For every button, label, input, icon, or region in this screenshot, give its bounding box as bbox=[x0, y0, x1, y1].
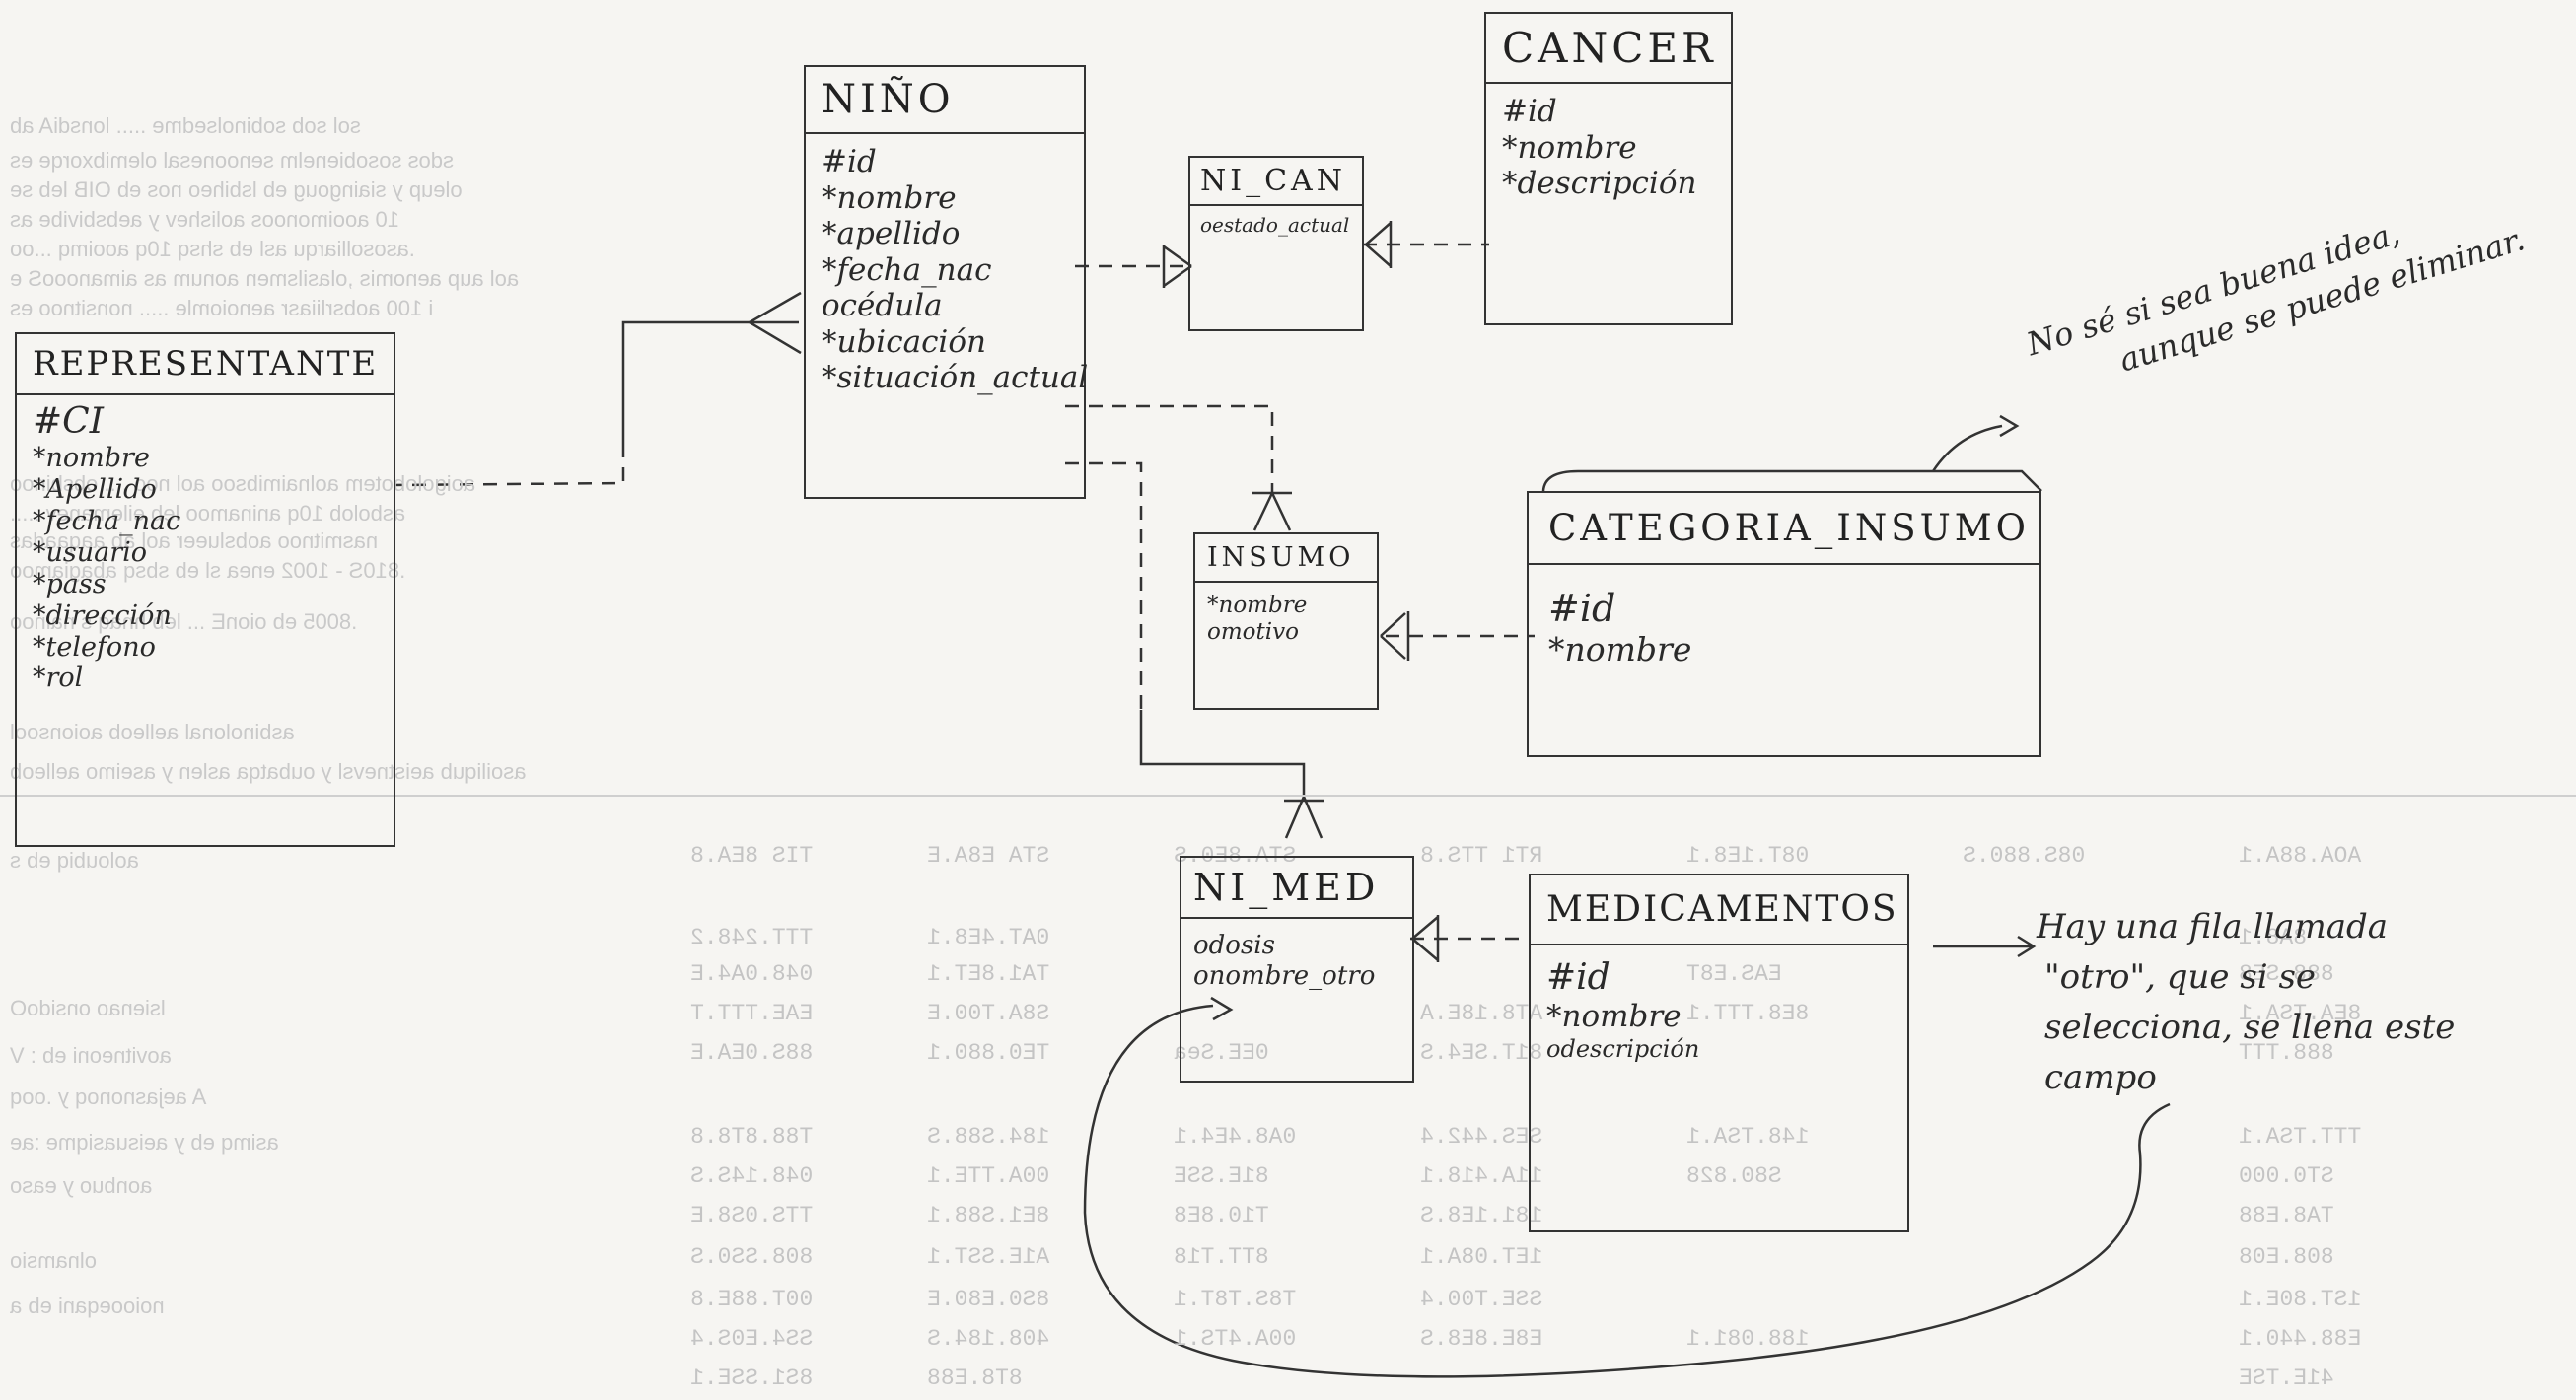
nino-nimed-relation bbox=[1065, 461, 1143, 710]
attribute: *fecha_nac bbox=[33, 506, 181, 537]
attribute: océdula bbox=[822, 288, 943, 324]
entity-ni-med: NI_MED odosis onombre_otro bbox=[1180, 856, 1414, 1083]
attribute: oestado_actual bbox=[1200, 213, 1350, 237]
categoria-note-bracket bbox=[1541, 469, 2042, 492]
entity-ni-can-title: NI_CAN bbox=[1190, 158, 1362, 206]
entity-representante-attributes: #CI *nombre *Apellido *fecha_nac *usuari… bbox=[17, 395, 394, 704]
attribute: odescripción bbox=[1546, 1035, 1700, 1064]
entity-representante: REPRESENTANTE #CI *nombre *Apellido *fec… bbox=[15, 332, 395, 847]
attribute: *nombre bbox=[1502, 129, 1637, 166]
entity-ni-med-title: NI_MED bbox=[1181, 858, 1412, 919]
note-line: selecciona, se llena este bbox=[2044, 1008, 2456, 1047]
entity-ni-can: NI_CAN oestado_actual bbox=[1188, 156, 1364, 331]
entity-representante-title: REPRESENTANTE bbox=[17, 334, 394, 395]
attribute: *Apellido bbox=[33, 474, 157, 506]
entity-medicamentos: MEDICAMENTOS #id *nombre odescripción bbox=[1529, 874, 1909, 1232]
attribute: *pass bbox=[33, 568, 107, 599]
entity-categoria-insumo-title: CATEGORIA_INSUMO bbox=[1529, 493, 2039, 565]
entity-ni-can-attributes: oestado_actual bbox=[1190, 206, 1362, 245]
entity-insumo: INSUMO *nombre omotivo bbox=[1193, 532, 1379, 710]
entity-insumo-attributes: *nombre omotivo bbox=[1195, 583, 1377, 656]
entity-categoria-insumo: CATEGORIA_INSUMO #id *nombre bbox=[1527, 491, 2041, 757]
attribute: #id bbox=[1502, 94, 1557, 129]
attribute: *usuario bbox=[33, 537, 148, 569]
entity-nino-attributes: #id *nombre *apellido *fecha_nac océdula… bbox=[806, 134, 1089, 406]
entity-nino: NIÑO #id *nombre *apellido *fecha_nac oc… bbox=[804, 65, 1089, 499]
attribute: #id bbox=[822, 144, 877, 179]
attribute: *rol bbox=[33, 663, 84, 694]
attribute: *nombre bbox=[822, 179, 957, 216]
entity-ni-med-attributes: odosis onombre_otro bbox=[1181, 919, 1412, 1003]
nino-representante-relation bbox=[394, 444, 625, 487]
attribute: omotivo bbox=[1207, 619, 1299, 646]
entity-cancer-title: CANCER bbox=[1486, 14, 1731, 84]
attribute: *nombre bbox=[1548, 629, 1692, 668]
entity-categoria-insumo-attributes: #id *nombre bbox=[1529, 565, 2039, 691]
attribute: *telefono bbox=[33, 631, 156, 663]
attribute: *nombre bbox=[1546, 999, 1682, 1035]
attribute: *dirección bbox=[33, 599, 172, 631]
attribute: #CI bbox=[33, 401, 104, 442]
attribute: *apellido bbox=[822, 216, 961, 252]
attribute: *ubicación bbox=[822, 323, 986, 360]
attribute: *nombre bbox=[33, 443, 150, 474]
attribute: #id bbox=[1546, 957, 1610, 998]
attribute: #id bbox=[1548, 587, 1616, 630]
attribute: *nombre bbox=[1207, 593, 1308, 618]
attribute: odosis bbox=[1193, 931, 1275, 960]
entity-nino-title: NIÑO bbox=[806, 67, 1084, 134]
medicamentos-note-loop bbox=[1083, 1004, 2171, 1378]
page-fold-line bbox=[0, 795, 2576, 797]
nino-crowsfoot bbox=[749, 291, 802, 355]
entity-cancer: CANCER #id *nombre *descripción bbox=[1484, 12, 1733, 325]
note-line: campo bbox=[2044, 1058, 2157, 1097]
entity-medicamentos-title: MEDICAMENTOS bbox=[1531, 875, 1907, 945]
entity-medicamentos-attributes: #id *nombre odescripción bbox=[1531, 945, 1907, 1075]
entity-cancer-attributes: #id *nombre *descripción bbox=[1486, 84, 1731, 212]
categoria-note-pointer bbox=[1931, 424, 2003, 472]
attribute: *situación_actual bbox=[822, 360, 1089, 396]
attribute: *descripción bbox=[1502, 166, 1697, 202]
note-line: "otro", que si se bbox=[2044, 957, 2317, 997]
attribute: onombre_otro bbox=[1193, 960, 1376, 991]
nino-insumo-relation bbox=[1065, 404, 1274, 493]
note-line: Hay una fila llamada bbox=[2037, 907, 2389, 946]
medicamentos-note-pointer bbox=[1933, 935, 2037, 958]
attribute: *fecha_nac bbox=[822, 251, 992, 288]
entity-insumo-title: INSUMO bbox=[1195, 534, 1377, 583]
medicamentos-note: Hay una fila llamada "otro", que si se s… bbox=[2037, 902, 2455, 1103]
